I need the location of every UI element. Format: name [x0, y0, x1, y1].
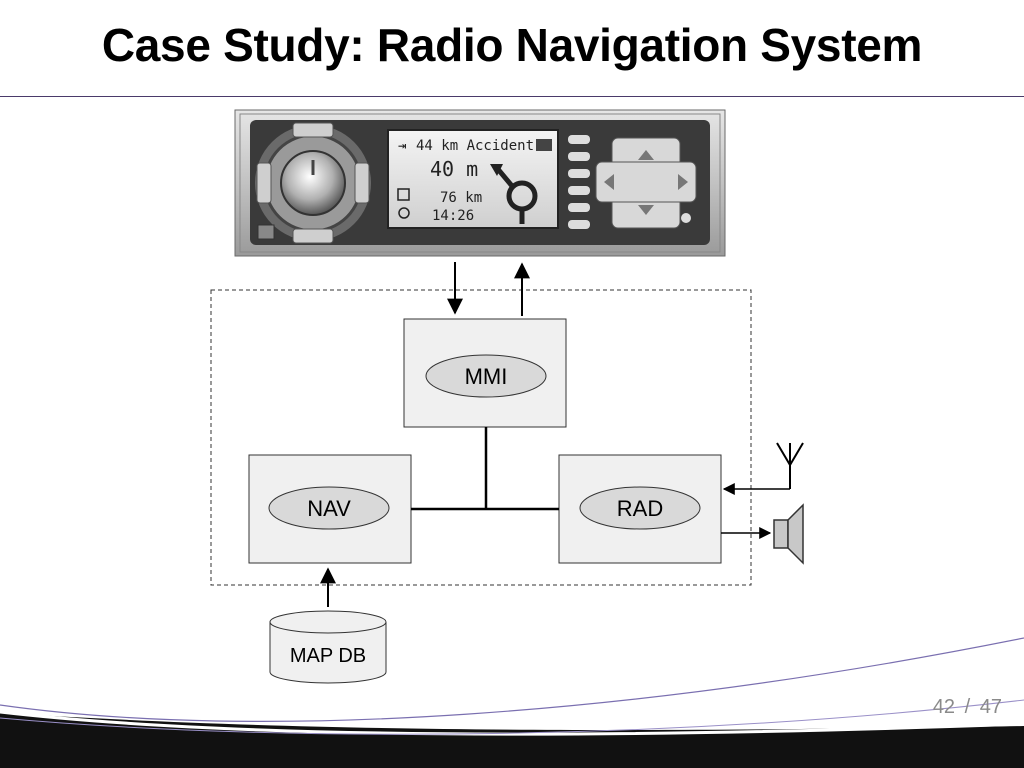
map-icon [397, 188, 410, 201]
function-buttons [568, 135, 590, 229]
bus-connectors [411, 427, 559, 511]
antenna-icon [776, 442, 804, 489]
title-divider [0, 96, 1024, 97]
mmi-label: MMI [465, 364, 508, 389]
clock-icon [398, 207, 410, 219]
page-total: 47 [979, 696, 1002, 718]
lcd-remaining-distance: 76 km [440, 190, 482, 206]
radio-unit-image: ⇥ 44 km Accident 40 m 76 km 14:26 [234, 109, 726, 257]
radio-wave-icon [681, 213, 691, 223]
page-current: 42 [932, 696, 956, 718]
speaker-icon [773, 503, 804, 565]
page-number: 42 / 47 [931, 696, 1004, 719]
slide-title: Case Study: Radio Navigation System [101, 19, 923, 71]
page-separator: / [964, 696, 971, 718]
mapdb-cylinder: MAP DB [269, 610, 387, 684]
lcd-arrival-time: 14:26 [432, 208, 474, 224]
nav-label: NAV [307, 496, 351, 521]
system-boundary [210, 289, 752, 586]
volume-knob-icon [255, 122, 371, 244]
nav-box: NAV [248, 454, 412, 564]
lcd-display: ⇥ 44 km Accident 40 m 76 km 14:26 [387, 129, 559, 229]
roundabout-arrow-icon [490, 164, 538, 224]
lcd-arrow-icon: ⇥ [398, 138, 406, 154]
mmi-box: MMI [403, 318, 567, 428]
footer-decoration [0, 637, 1024, 768]
warning-icon [536, 139, 552, 151]
rad-label: RAD [617, 496, 663, 521]
cd-slot-icon [257, 224, 275, 240]
lcd-distance-main: 40 m [430, 157, 478, 181]
rad-box: RAD [558, 454, 722, 564]
mapdb-label: MAP DB [290, 645, 366, 667]
lcd-distance-line: 44 km Accident [416, 138, 534, 154]
dpad-icon [595, 137, 697, 229]
